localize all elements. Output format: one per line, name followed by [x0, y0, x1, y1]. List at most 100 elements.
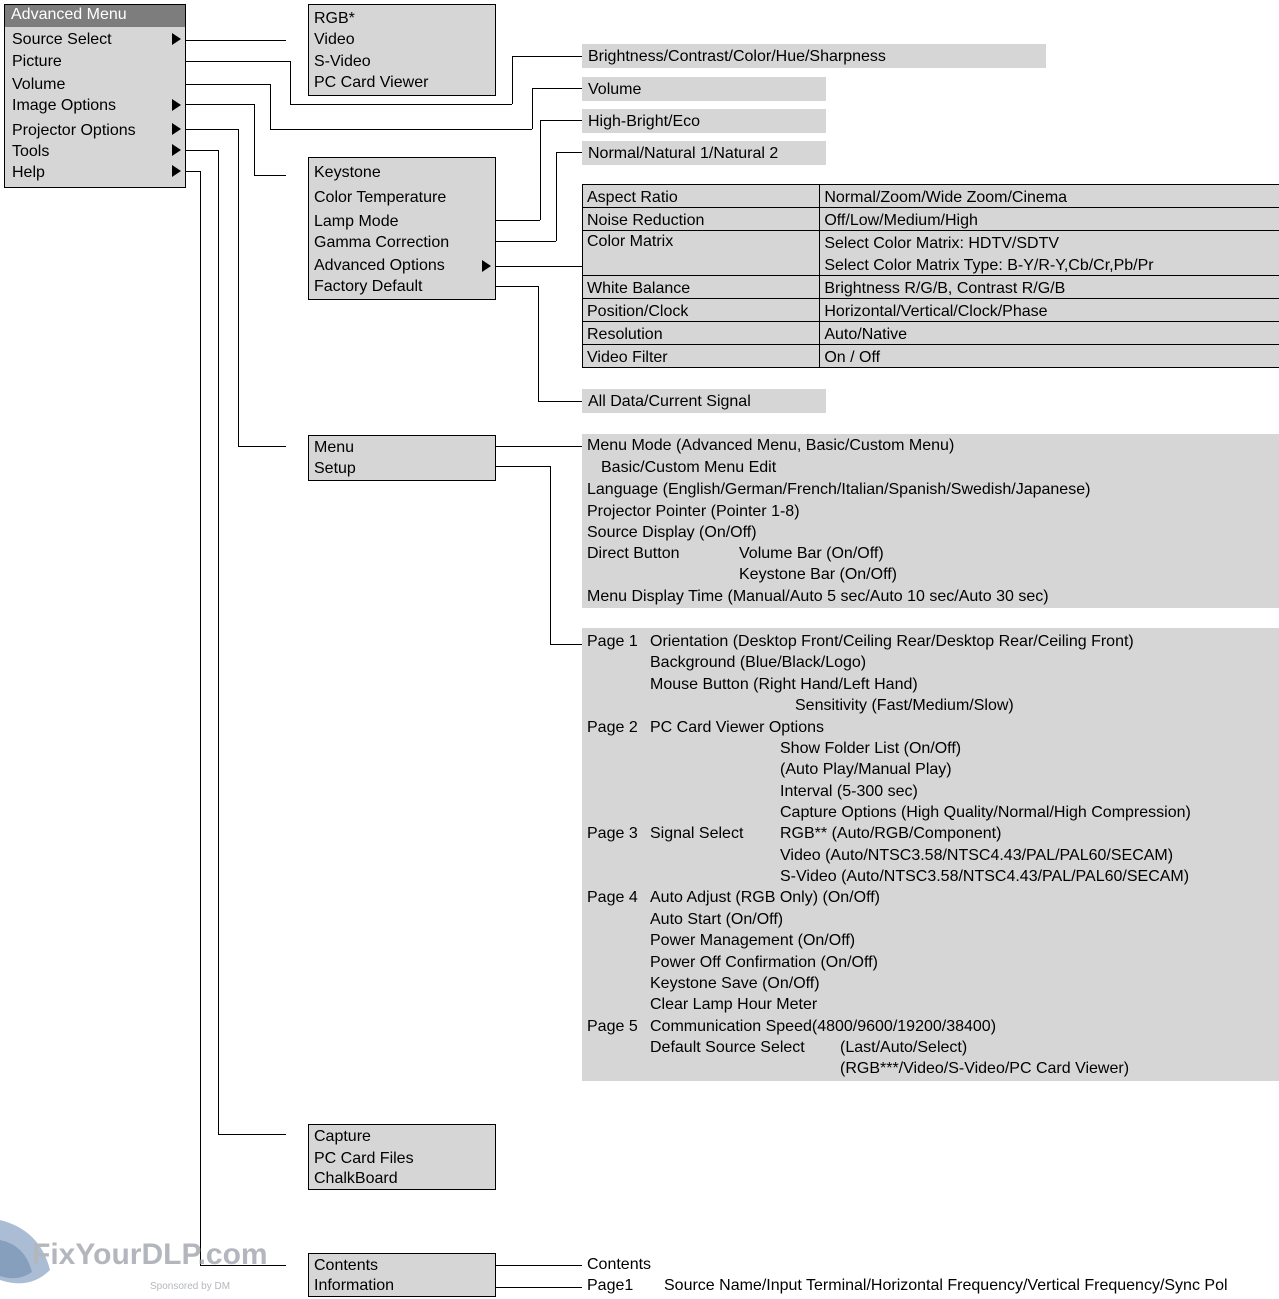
- clear-lamp-hour-meter-text: Clear Lamp Hour Meter: [650, 996, 818, 1013]
- communication-speed-text: Communication Speed(4800/9600/19200/3840…: [650, 1018, 997, 1035]
- page-5-label: Page 5: [587, 1018, 638, 1035]
- menu-item-help[interactable]: Help: [12, 164, 45, 181]
- source-rgb[interactable]: RGB*: [314, 10, 355, 27]
- mouse-button-text: Mouse Button (Right Hand/Left Hand): [650, 676, 918, 693]
- help-info-text: Source Name/Input Terminal/Horizontal Fr…: [664, 1277, 1228, 1294]
- table-cell: White Balance: [581, 275, 821, 299]
- picture-options-text: Brightness/Contrast/Color/Hue/Sharpness: [588, 48, 886, 65]
- volume-bar-text: Volume Bar (On/Off): [739, 545, 884, 562]
- source-list-text: (RGB***/Video/S-Video/PC Card Viewer): [840, 1060, 1130, 1077]
- lamp-mode-bar: High-Bright/Eco: [582, 109, 826, 133]
- help-contents[interactable]: Contents: [314, 1257, 379, 1274]
- menu-title: Advanced Menu: [5, 5, 185, 27]
- tools-chalkboard[interactable]: ChalkBoard: [314, 1170, 398, 1187]
- source-video[interactable]: Video: [314, 31, 355, 48]
- tools-pc-card-files[interactable]: PC Card Files: [314, 1150, 414, 1167]
- table-cell: Select Color Matrix: HDTV/SDTV: [819, 230, 1279, 253]
- menu-item-source-select[interactable]: Source Select: [12, 31, 112, 48]
- menu-item-volume[interactable]: Volume: [12, 76, 66, 93]
- volume-text: Volume: [588, 81, 642, 98]
- background-text: Background (Blue/Black/Logo): [650, 654, 867, 671]
- table-cell: Select Color Matrix Type: B-Y/R-Y,Cb/Cr,…: [819, 253, 1279, 276]
- projector-opt-setup[interactable]: Setup: [314, 460, 356, 477]
- power-off-confirmation-text: Power Off Confirmation (On/Off): [650, 954, 878, 971]
- interval-text: Interval (5-300 sec): [780, 783, 918, 800]
- menu-item-image-options[interactable]: Image Options: [12, 97, 117, 114]
- page-2-label: Page 2: [587, 719, 638, 736]
- source-pc-card-viewer[interactable]: PC Card Viewer: [314, 74, 429, 91]
- menu-mode-text: Menu Mode (Advanced Menu, Basic/Custom M…: [587, 437, 955, 454]
- menu-settings-panel: Menu Mode (Advanced Menu, Basic/Custom M…: [582, 434, 1279, 608]
- menu-display-time-text: Menu Display Time (Manual/Auto 5 sec/Aut…: [587, 588, 1049, 605]
- image-opt-gamma-correction[interactable]: Gamma Correction: [314, 234, 450, 251]
- image-opt-factory-default[interactable]: Factory Default: [314, 278, 423, 295]
- source-display-text: Source Display (On/Off): [587, 524, 757, 541]
- table-cell: Resolution: [581, 321, 821, 345]
- language-text: Language (English/German/French/Italian/…: [587, 481, 1091, 498]
- table-cell: Auto/Native: [819, 321, 1279, 345]
- menu-item-picture[interactable]: Picture: [12, 53, 62, 70]
- auto-start-text: Auto Start (On/Off): [650, 911, 784, 928]
- source-select-panel: RGB* Video S-Video PC Card Viewer: [308, 4, 496, 96]
- rgb-signal-text: RGB** (Auto/RGB/Component): [780, 825, 1002, 842]
- keystone-bar-text: Keystone Bar (On/Off): [739, 566, 897, 583]
- direct-button-label: Direct Button: [587, 545, 680, 562]
- tools-capture[interactable]: Capture: [314, 1128, 371, 1145]
- menu-item-tools[interactable]: Tools: [12, 143, 50, 160]
- chevron-right-icon: [172, 165, 181, 177]
- volume-bar: Volume: [582, 77, 826, 101]
- image-opt-color-temperature[interactable]: Color Temperature: [314, 189, 447, 206]
- factory-default-bar: All Data/Current Signal: [582, 389, 826, 413]
- help-information[interactable]: Information: [314, 1277, 395, 1294]
- watermark-text: FixYourDLP.com: [32, 1238, 268, 1271]
- help-panel: Contents Information: [308, 1253, 496, 1297]
- watermark-sub: Sponsored by DM: [150, 1281, 231, 1292]
- chevron-right-icon: [482, 260, 491, 272]
- s-video-signal-text: S-Video (Auto/NTSC3.58/NTSC4.43/PAL/PAL6…: [780, 868, 1190, 885]
- page-4-label: Page 4: [587, 889, 638, 906]
- table-cell: Video Filter: [581, 344, 821, 368]
- capture-options-text: Capture Options (High Quality/Normal/Hig…: [780, 804, 1191, 821]
- chevron-right-icon: [172, 33, 181, 45]
- help-contents-text: Contents: [587, 1256, 652, 1273]
- menu-item-projector-options[interactable]: Projector Options: [12, 122, 136, 139]
- chevron-right-icon: [172, 123, 181, 135]
- projector-opt-menu[interactable]: Menu: [314, 439, 355, 456]
- gamma-text: Normal/Natural 1/Natural 2: [588, 145, 779, 162]
- table-cell: On / Off: [819, 344, 1279, 368]
- table-cell: Brightness R/G/B, Contrast R/G/B: [819, 275, 1279, 299]
- image-opt-lamp-mode[interactable]: Lamp Mode: [314, 213, 399, 230]
- projector-options-panel: Menu Setup: [308, 435, 496, 481]
- table-cell: Color Matrix: [581, 230, 821, 276]
- table-cell: Position/Clock: [581, 298, 821, 322]
- lamp-mode-text: High-Bright/Eco: [588, 113, 701, 130]
- pc-card-viewer-options-text: PC Card Viewer Options: [650, 719, 824, 736]
- menu-edit-text: Basic/Custom Menu Edit: [601, 459, 777, 476]
- source-s-video[interactable]: S-Video: [314, 53, 371, 70]
- page-1-label: Page 1: [587, 633, 638, 650]
- auto-play-text: (Auto Play/Manual Play): [780, 761, 952, 778]
- factory-default-text: All Data/Current Signal: [588, 393, 751, 410]
- orientation-text: Orientation (Desktop Front/Ceiling Rear/…: [650, 633, 1134, 650]
- advanced-menu-panel: Advanced Menu Source Select Picture Volu…: [4, 4, 186, 188]
- default-source-select-text: Default Source Select: [650, 1039, 805, 1056]
- image-opt-keystone[interactable]: Keystone: [314, 164, 381, 181]
- image-opt-advanced-options[interactable]: Advanced Options: [314, 257, 445, 274]
- table-cell: Aspect Ratio: [581, 184, 821, 208]
- gamma-bar: Normal/Natural 1/Natural 2: [582, 141, 826, 165]
- table-cell: Normal/Zoom/Wide Zoom/Cinema: [819, 184, 1279, 208]
- tools-panel: Capture PC Card Files ChalkBoard: [308, 1124, 496, 1190]
- projector-pointer-text: Projector Pointer (Pointer 1-8): [587, 503, 800, 520]
- picture-options-bar: Brightness/Contrast/Color/Hue/Sharpness: [582, 44, 1046, 68]
- sensitivity-text: Sensitivity (Fast/Medium/Slow): [795, 697, 1014, 714]
- watermark-logo-icon: [0, 1220, 50, 1284]
- chevron-right-icon: [172, 144, 181, 156]
- power-management-text: Power Management (On/Off): [650, 932, 856, 949]
- table-cell: Horizontal/Vertical/Clock/Phase: [819, 298, 1279, 322]
- chevron-right-icon: [172, 99, 181, 111]
